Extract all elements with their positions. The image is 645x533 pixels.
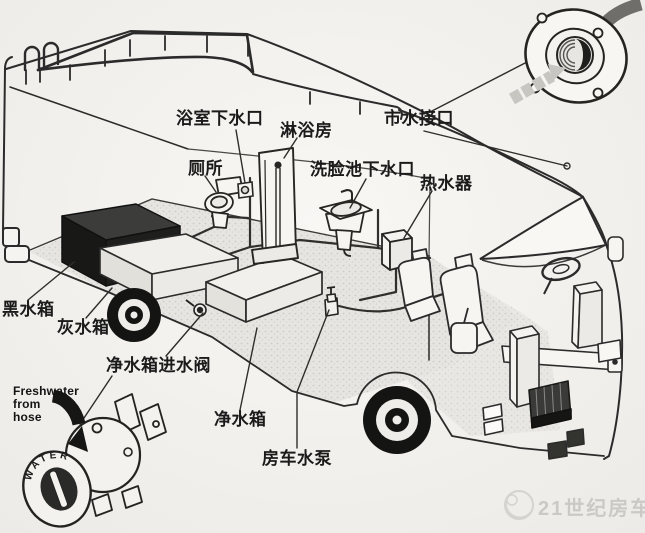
right-mirror xyxy=(607,236,624,262)
leader-lines xyxy=(27,60,571,449)
city-water-inlet-inset xyxy=(509,0,643,105)
label-shower-room: 淋浴房 xyxy=(280,121,333,140)
engine-bay xyxy=(482,281,623,460)
license-plates xyxy=(547,428,585,460)
label-fresh-tank-inlet-valve: 净水箱进水阀 xyxy=(106,356,211,375)
threaded-hole-shadow xyxy=(575,39,591,71)
watermark-logo xyxy=(504,490,534,520)
label-water-heater: 热水器 xyxy=(420,174,473,193)
body-vents xyxy=(482,403,504,436)
water-flow-arrow-light xyxy=(509,70,555,105)
gray-water-tank-figure xyxy=(99,233,239,301)
label-toilet: 厕所 xyxy=(188,159,223,178)
roof-rack xyxy=(36,31,361,115)
shower-stall-figure xyxy=(251,147,299,265)
rear-wheel xyxy=(107,288,161,342)
toilet-figure xyxy=(204,176,244,229)
freshwater-note-line1: Freshwater xyxy=(13,384,80,398)
label-sink-drain: 洗脸池下水口 xyxy=(310,160,415,179)
engine-box-right xyxy=(571,281,603,349)
fresh-water-tank-figure xyxy=(205,254,323,323)
watermark-text: 21世纪房车网 xyxy=(538,498,645,520)
freshwater-arrow xyxy=(51,389,86,426)
sink-figure xyxy=(319,189,373,257)
freshwater-note: Freshwater from hose xyxy=(13,385,79,424)
label-fresh-water-tank: 净水箱 xyxy=(214,410,267,429)
windshield xyxy=(479,195,608,268)
radiator xyxy=(528,380,572,429)
freshwater-arrow-head xyxy=(68,426,88,452)
door-mirror xyxy=(450,307,478,354)
freshwater-note-line2: from xyxy=(13,397,41,411)
water-flow-arrow-light-head xyxy=(548,64,566,81)
label-bathroom-drain: 浴室下水口 xyxy=(176,109,264,128)
front-wheel xyxy=(363,386,431,454)
fill-cap-slot xyxy=(49,470,68,508)
headlight xyxy=(597,339,622,363)
steering-wheel xyxy=(541,256,581,295)
freshwater-note-line3: hose xyxy=(13,410,42,424)
rear-ladder xyxy=(23,41,60,85)
label-rv-water-pump: 房车水泵 xyxy=(262,449,332,468)
label-city-water-inlet: 市水接口 xyxy=(384,109,454,128)
label-black-water-tank: 黑水箱 xyxy=(2,300,55,319)
label-gray-water-tank: 灰水箱 xyxy=(57,318,110,337)
shower-drain-fitting xyxy=(237,181,254,199)
